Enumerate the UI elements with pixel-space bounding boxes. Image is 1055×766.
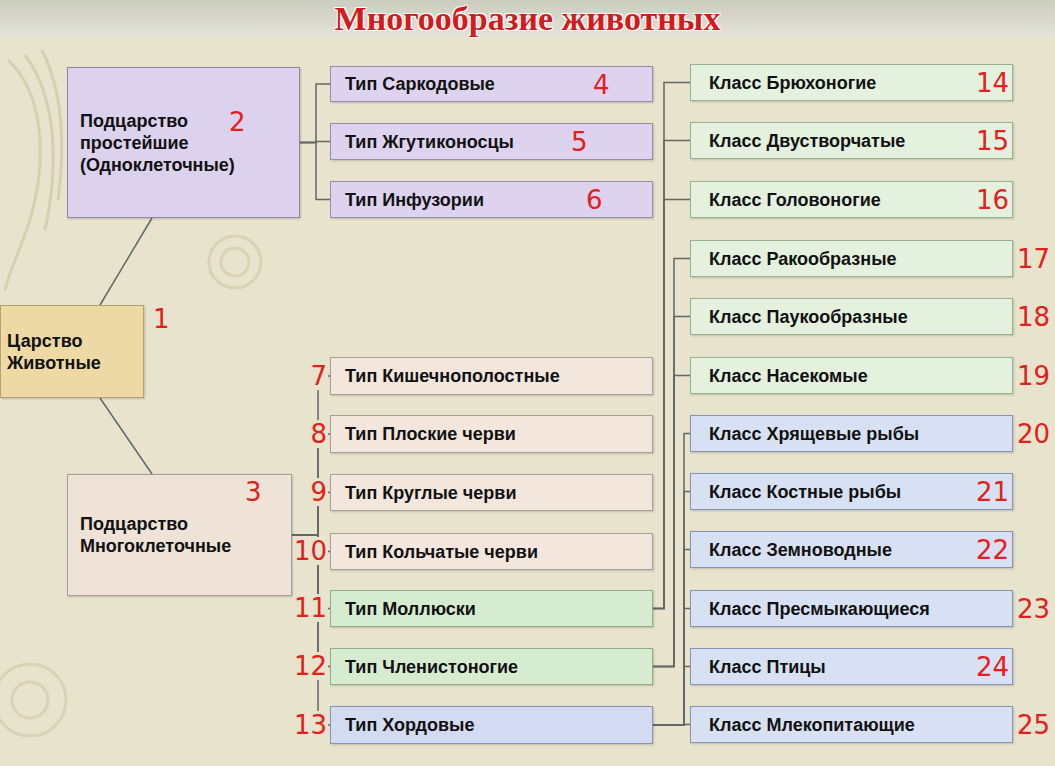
callout-number: 19 — [1016, 362, 1051, 390]
node-text: Тип Кишечнополостные — [345, 365, 560, 387]
callout-number: 13 — [293, 711, 328, 739]
node-text: Класс Ракообразные — [709, 248, 897, 270]
node-text: Тип Инфузории — [345, 189, 484, 211]
node-text: Класс Паукообразные — [709, 306, 908, 328]
node-text: Класс Земноводные — [709, 539, 892, 561]
callout-number: 11 — [293, 594, 328, 622]
node-text: Класс Пресмыкающиеся — [709, 598, 930, 620]
phylum-box: Тип Круглые черви — [330, 474, 653, 511]
callout-number: 2 — [228, 108, 247, 136]
class-box: Класс Двустворчатые — [690, 122, 1013, 159]
feather-line — [42, 50, 62, 200]
node-text: Царство Животные — [7, 330, 137, 374]
phylum-box: Тип Хордовые — [330, 706, 653, 744]
connector-line — [100, 218, 152, 305]
node-text: Класс Головоногие — [709, 189, 881, 211]
callout-number: 23 — [1016, 595, 1051, 623]
class-box: Класс Ракообразные — [690, 240, 1013, 277]
class-box: Класс Костные рыбы — [690, 473, 1013, 510]
callout-number: 3 — [244, 478, 263, 506]
callout-number: 5 — [570, 128, 589, 156]
callout-number: 17 — [1016, 245, 1051, 273]
phylum-box: Тип Кольчатые черви — [330, 533, 653, 570]
node-text: Подцарство Многоклеточные — [80, 513, 280, 557]
node-text: Класс Брюхоногие — [709, 72, 876, 94]
node-text: Тип Хордовые — [345, 714, 474, 736]
snail-shell — [209, 236, 261, 288]
node-text: Тип Кольчатые черви — [345, 541, 538, 563]
node-text: Класс Костные рыбы — [709, 481, 901, 503]
class-box: Класс Земноводные — [690, 531, 1013, 568]
feather-line — [5, 60, 40, 290]
kingdom-box: Царство Животные — [0, 305, 144, 398]
node-text: Класс Птицы — [709, 656, 826, 678]
callout-number: 10 — [293, 537, 328, 565]
node-text: Класс Двустворчатые — [709, 130, 905, 152]
node-text: Класс Насекомые — [709, 365, 868, 387]
diagram-title: Многообразие животных — [0, 0, 1055, 38]
callout-number: 14 — [975, 69, 1010, 97]
callout-number: 24 — [975, 653, 1010, 681]
node-text: Тип Моллюски — [345, 598, 476, 620]
subkingdom-box: Подцарство простейшие (Одноклеточные) — [67, 67, 300, 218]
connector-line — [653, 609, 690, 726]
phylum-box: Тип Жгутиконосцы — [330, 123, 653, 160]
callout-number: 4 — [592, 71, 611, 99]
phylum-box: Тип Инфузории — [330, 181, 653, 218]
callout-number: 9 — [309, 478, 328, 506]
callout-number: 22 — [975, 536, 1010, 564]
class-box: Класс Млекопитающие — [690, 706, 1013, 743]
phylum-box: Тип Кишечнополостные — [330, 357, 653, 395]
phylum-box: Тип Плоские черви — [330, 415, 653, 453]
class-box: Класс Головоногие — [690, 181, 1013, 218]
node-text: Тип Саркодовые — [345, 73, 495, 95]
node-text: Тип Плоские черви — [345, 423, 516, 445]
faint-cell — [12, 682, 48, 718]
callout-number: 6 — [585, 186, 604, 214]
connector-line — [653, 724, 690, 726]
connector-line — [292, 535, 330, 667]
callout-number: 21 — [975, 478, 1010, 506]
connector-line — [292, 535, 330, 725]
connector-line — [292, 376, 330, 535]
faint-bird — [5, 50, 62, 290]
class-box: Класс Брюхоногие — [690, 64, 1013, 101]
class-box: Класс Паукообразные — [690, 298, 1013, 335]
connector-line — [653, 434, 690, 726]
class-box: Класс Хрящевые рыбы — [690, 415, 1013, 452]
connector-line — [100, 398, 152, 474]
phylum-box: Тип Членистоногие — [330, 648, 653, 685]
snail-shell — [221, 248, 249, 276]
callout-number: 18 — [1016, 303, 1051, 331]
connector-line — [653, 492, 690, 726]
node-text: Класс Млекопитающие — [709, 714, 915, 736]
callout-number: 12 — [293, 652, 328, 680]
phylum-box: Тип Моллюски — [330, 590, 653, 627]
connector-line — [300, 143, 330, 200]
faint-cell — [0, 664, 66, 736]
connector-line — [653, 667, 690, 726]
callout-number: 8 — [309, 420, 328, 448]
callout-number: 25 — [1016, 711, 1051, 739]
connector-line — [292, 434, 330, 535]
connector-line — [653, 550, 690, 726]
callout-number: 15 — [975, 127, 1010, 155]
node-text: Тип Членистоногие — [345, 656, 518, 678]
class-box: Класс Птицы — [690, 648, 1013, 685]
node-text: Подцарство простейшие (Одноклеточные) — [80, 110, 280, 176]
node-text: Класс Хрящевые рыбы — [709, 423, 919, 445]
feather-line — [25, 55, 53, 230]
class-box: Класс Насекомые — [690, 357, 1013, 394]
node-text: Тип Жгутиконосцы — [345, 131, 514, 153]
class-box: Класс Пресмыкающиеся — [690, 590, 1013, 627]
callout-number: 7 — [309, 362, 328, 390]
callout-number: 20 — [1016, 420, 1051, 448]
connector-line — [300, 84, 330, 143]
callout-number: 16 — [975, 186, 1010, 214]
node-text: Тип Круглые черви — [345, 482, 516, 504]
callout-number: 1 — [152, 305, 171, 333]
